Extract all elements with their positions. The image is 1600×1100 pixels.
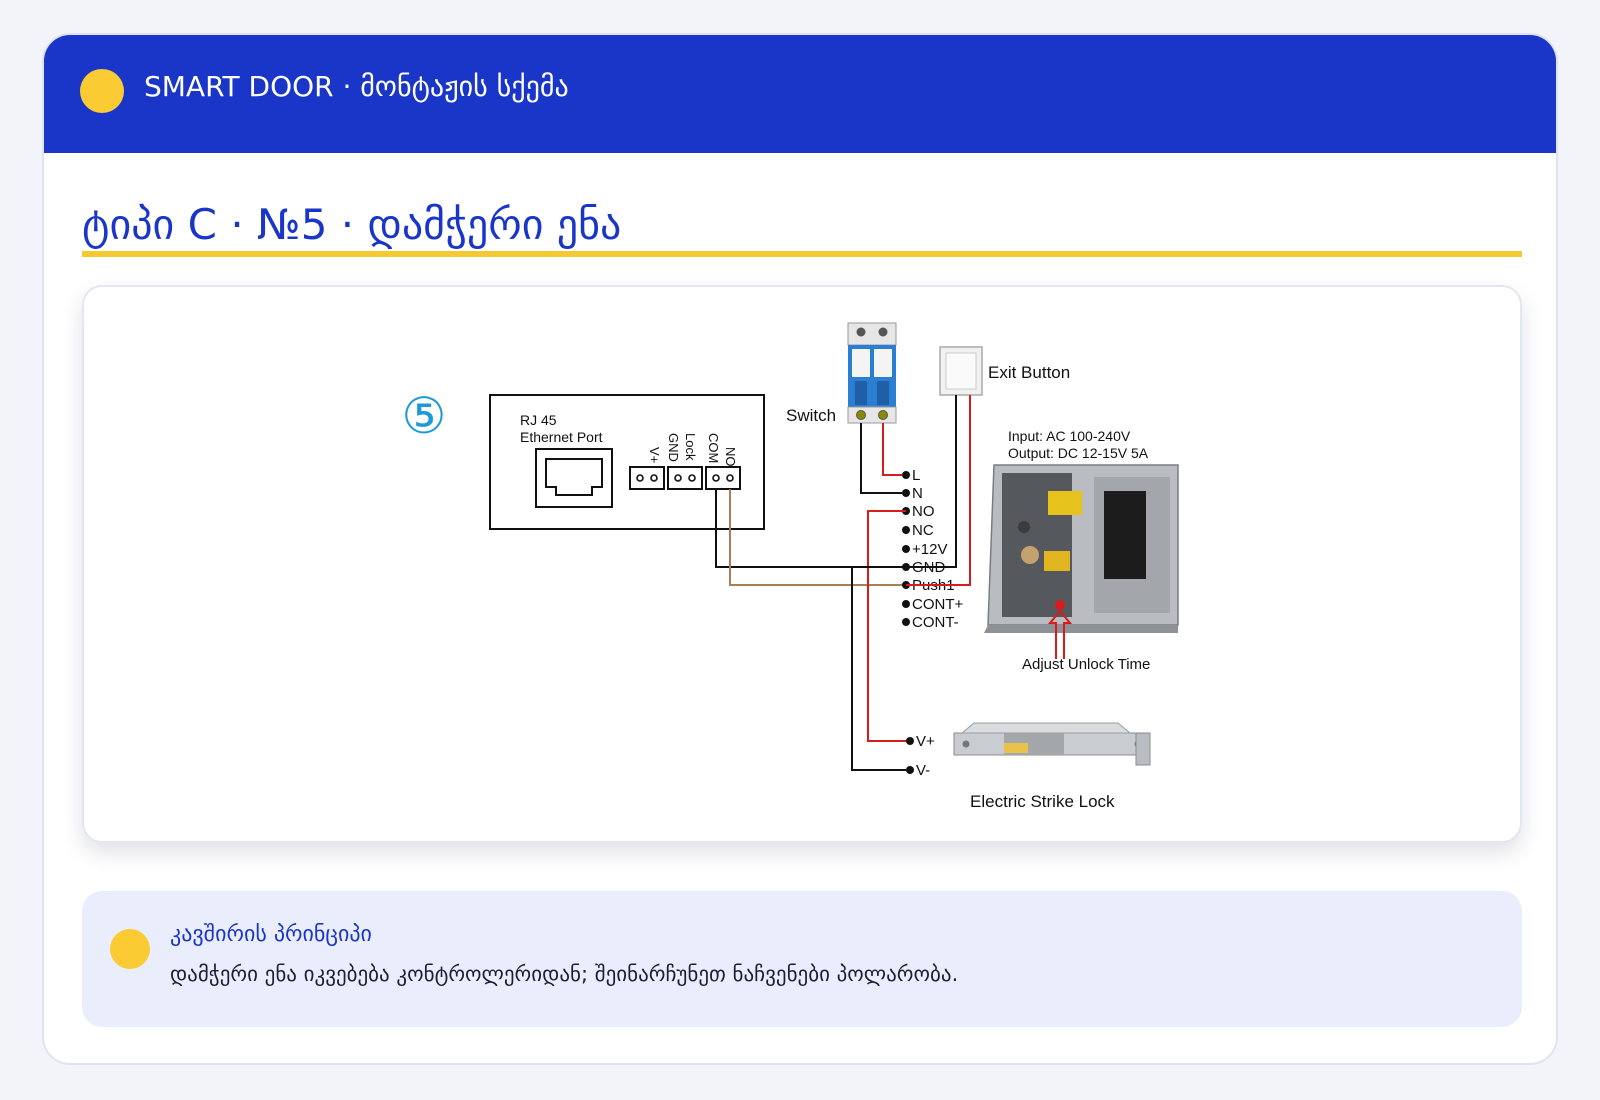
adjust-arrow-icon [1047,600,1073,659]
psu-input-label: Input: AC 100-240V [1008,428,1131,444]
lock-terminal-v-plus: V+ [916,733,935,750]
terminal-label-com: COM [706,433,721,463]
header-bar: SMART DOOR · მონტაჟის სქემა [44,35,1556,153]
lock-terminal-dots [906,737,914,774]
psu-terminal-cont-minus: CONT- [912,614,959,631]
psu-terminal-no: NO [912,503,935,520]
electric-strike-lock-icon [953,722,1151,766]
exit-button-label: Exit Button [988,363,1070,382]
terminal-label-v-plus: V+ [647,447,662,463]
psu-terminal-12v: +12V [912,541,947,558]
wire-no-to-push1 [729,489,902,586]
circuit-breaker-icon [847,322,897,424]
terminal-label-lock: Lock [683,433,698,461]
terminal-block-lock [667,466,703,490]
controller-box: RJ 45 Ethernet Port V- V+ GND Lock COM N… [489,394,765,530]
note-heading: კავშირის პრინციპი [170,922,372,947]
wire-com-to-gnd [715,489,902,568]
rj45-port-icon [535,448,613,508]
wire-exit-to-push1 [906,395,971,586]
wire-exit-to-gnd [906,395,957,568]
psu-terminal-cont-plus: CONT+ [912,596,963,613]
wiring-diagram-panel: ⑤ RJ 45 Ethernet Port V- V+ GND Lock COM… [82,285,1522,843]
wiring-diagram: ⑤ RJ 45 Ethernet Port V- V+ GND Lock COM… [402,322,1179,811]
rj45-label: RJ 45 [520,412,557,428]
power-supply-icon [984,464,1179,633]
wire-breaker-to-n [860,423,902,494]
header-title: SMART DOOR · მონტაჟის სქემა [144,70,569,103]
psu-terminal-nc: NC [912,522,934,539]
psu-output-label: Output: DC 12-15V 5A [1008,445,1149,461]
wire-breaker-to-l [882,423,902,476]
section-title: ტიპი C · №5 · დამჭერი ენა [82,200,622,249]
wires [715,395,971,771]
wire-no-to-lock-v-plus [867,510,906,742]
step-number: ⑤ [402,387,447,445]
title-underline [82,251,1522,257]
lock-terminal-v-minus: V- [916,762,930,779]
exit-button-icon [939,346,983,396]
terminal-label-gnd: GND [666,433,681,462]
wire-gnd-to-lock-v-minus [851,566,906,771]
main-card: SMART DOOR · მონტაჟის სქემა ტიპი C · №5 … [42,33,1558,1065]
note-dot-icon [110,929,150,969]
psu-terminal-l: L [912,467,920,484]
terminal-block-relay [705,466,741,490]
note-body: დამჭერი ენა იკვებება კონტროლერიდან; შეინ… [170,962,959,986]
psu-terminal-dots [902,471,910,626]
psu-terminal-n: N [912,485,923,502]
header-dot-icon [80,69,124,113]
electric-strike-lock-label: Electric Strike Lock [970,792,1115,811]
switch-label: Switch [786,406,836,425]
terminal-block-power [629,466,665,490]
ethernet-port-label: Ethernet Port [520,429,603,445]
terminal-label-no: NO [723,447,738,467]
adjust-unlock-time-label: Adjust Unlock Time [1022,656,1150,673]
connection-principle-note: კავშირის პრინციპი დამჭერი ენა იკვებება კ… [82,891,1522,1027]
